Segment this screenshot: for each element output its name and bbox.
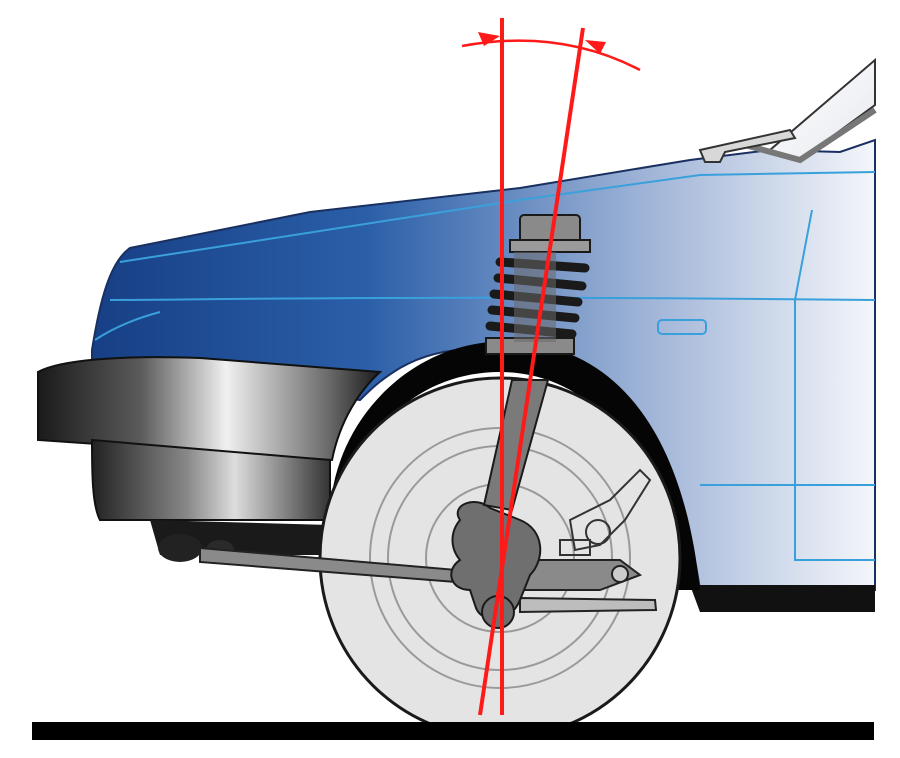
- caster-angle-lines: [461, 18, 641, 716]
- bumper: [37, 356, 383, 562]
- arrow-right-icon: [585, 40, 606, 54]
- wheel-arch: [330, 341, 700, 590]
- arrow-left-icon: [478, 32, 500, 46]
- control-arm: [199, 546, 658, 614]
- car-body: [91, 57, 877, 612]
- ground-line: [32, 722, 874, 740]
